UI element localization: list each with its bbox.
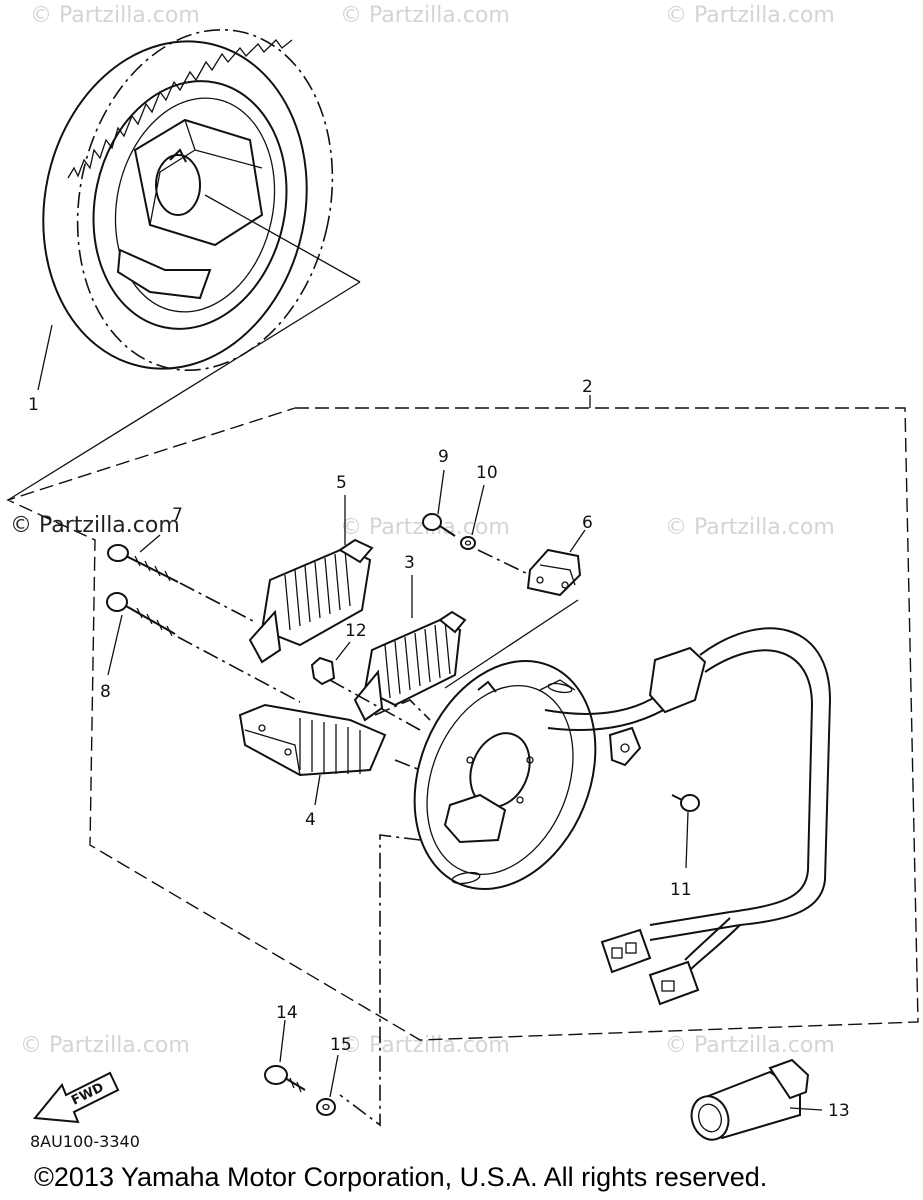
callout-1: 1 [28, 395, 39, 415]
coil-4 [238, 703, 387, 806]
callout-6: 6 [582, 513, 593, 533]
watermark: © Partzilla.com [340, 3, 510, 28]
callout-15: 15 [330, 1035, 352, 1055]
callout-10: 10 [476, 463, 498, 483]
screw-9 [422, 469, 456, 537]
leader [339, 834, 421, 1127]
flywheel-rotor [7, 28, 361, 501]
callout-3: 3 [404, 553, 415, 573]
leader [374, 699, 431, 721]
watermark: © Partzilla.com [20, 1033, 190, 1058]
leader [444, 599, 579, 689]
callout-4: 4 [305, 810, 316, 830]
washer-15 [316, 1054, 339, 1116]
bolt-14 [264, 1019, 306, 1093]
watermark: © Partzilla.com [30, 3, 200, 28]
leader [177, 636, 301, 703]
callout-14: 14 [276, 1003, 298, 1023]
watermark: © Partzilla.com [340, 1033, 510, 1058]
fwd-arrow: FWD [33, 1071, 120, 1124]
coil-3 [353, 575, 467, 722]
leader [477, 549, 531, 576]
wire-harness [544, 627, 832, 971]
wire-clamp [608, 726, 642, 767]
screw-7 [107, 534, 179, 583]
watermark-dark: © Partzilla.com [10, 513, 180, 538]
screw-8 [106, 592, 176, 676]
watermark: © Partzilla.com [665, 1033, 835, 1058]
coil-5 [248, 495, 374, 664]
callout-13: 13 [828, 1101, 850, 1121]
diagram-code: 8AU100-3340 [30, 1132, 140, 1151]
collar-12 [310, 641, 351, 686]
tool-13 [690, 1058, 823, 1141]
callout-8: 8 [100, 682, 111, 702]
leader [179, 582, 256, 623]
callout-12: 12 [345, 621, 367, 641]
pickup-6 [526, 529, 586, 597]
watermark: © Partzilla.com [665, 3, 835, 28]
connector-lower [648, 960, 700, 1006]
leader [329, 679, 421, 731]
callout-2: 2 [582, 377, 593, 397]
washer-10 [460, 484, 485, 550]
watermark: © Partzilla.com [665, 515, 835, 540]
callout-9: 9 [438, 447, 449, 467]
callout-11: 11 [670, 880, 692, 900]
callout-7: 7 [172, 505, 183, 525]
stator-assembly-outline [6, 395, 919, 1041]
copyright-notice: ©2013 Yamaha Motor Corporation, U.S.A. A… [34, 1162, 767, 1192]
screw-11 [671, 794, 700, 869]
callout-5: 5 [336, 473, 347, 493]
leader [394, 759, 421, 771]
stator-plate [413, 660, 597, 890]
connector-upper [600, 928, 652, 974]
